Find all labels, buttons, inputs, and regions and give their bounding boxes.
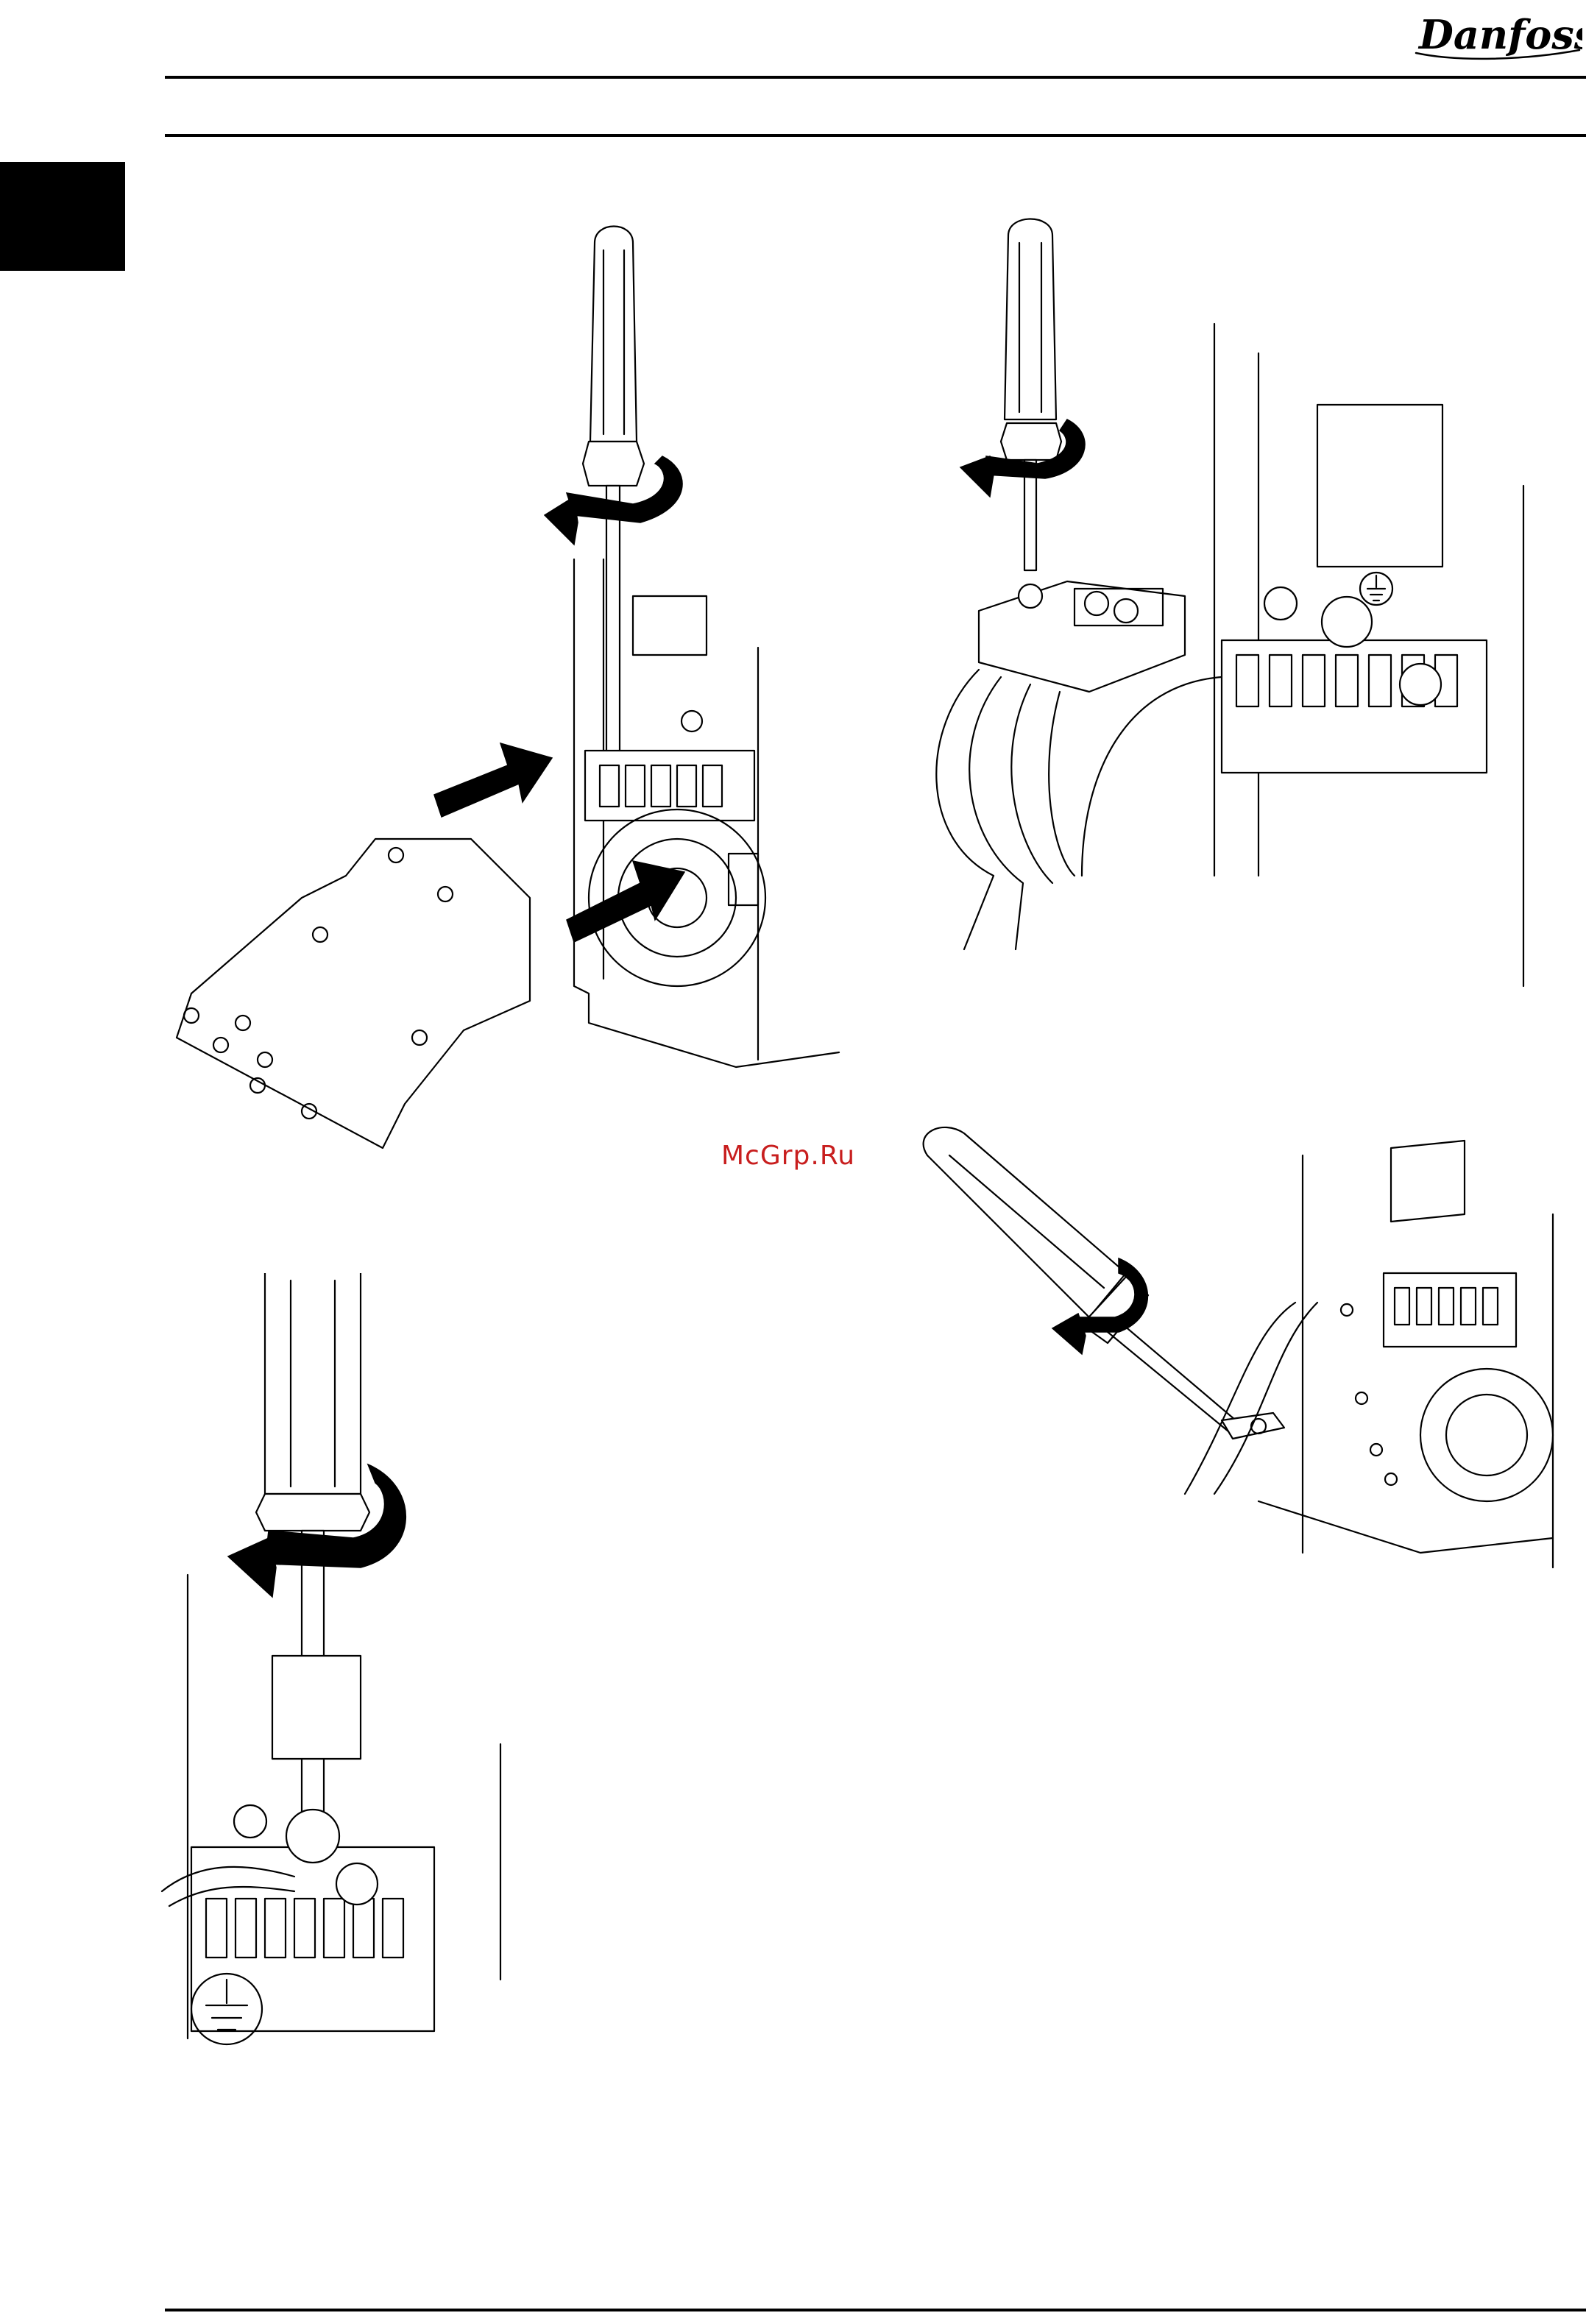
drive-enclosure bbox=[1258, 1141, 1553, 1567]
power-cables bbox=[936, 670, 1222, 949]
push-arrow-upper-icon bbox=[434, 743, 552, 817]
connector-plug-icon bbox=[979, 581, 1185, 692]
header-rule-bottom bbox=[165, 134, 1586, 137]
svg-text:Danfoss: Danfoss bbox=[1417, 11, 1582, 58]
figure-connector-plug bbox=[905, 213, 1568, 986]
screwdriver-icon bbox=[1001, 219, 1061, 571]
chapter-tab bbox=[0, 162, 125, 271]
cable-clamp-icon bbox=[1185, 1303, 1317, 1494]
danfoss-logo: Danfoss bbox=[1413, 6, 1582, 65]
screwdriver-icon bbox=[924, 1127, 1240, 1435]
figure-mounting-plate bbox=[162, 213, 839, 1163]
drive-enclosure bbox=[1214, 324, 1523, 986]
drive-enclosure bbox=[188, 1575, 500, 2038]
figure-cable-clamp bbox=[905, 1111, 1568, 1582]
earth-symbol-icon bbox=[1360, 573, 1392, 605]
header-rule-top bbox=[165, 76, 1586, 79]
footer-rule bbox=[165, 2309, 1586, 2311]
figure-earth-screw bbox=[162, 1273, 545, 2061]
push-arrow-lower-icon bbox=[567, 861, 684, 942]
watermark-text: McGrp.Ru bbox=[721, 1141, 855, 1171]
mounting-plate-icon bbox=[177, 839, 530, 1148]
